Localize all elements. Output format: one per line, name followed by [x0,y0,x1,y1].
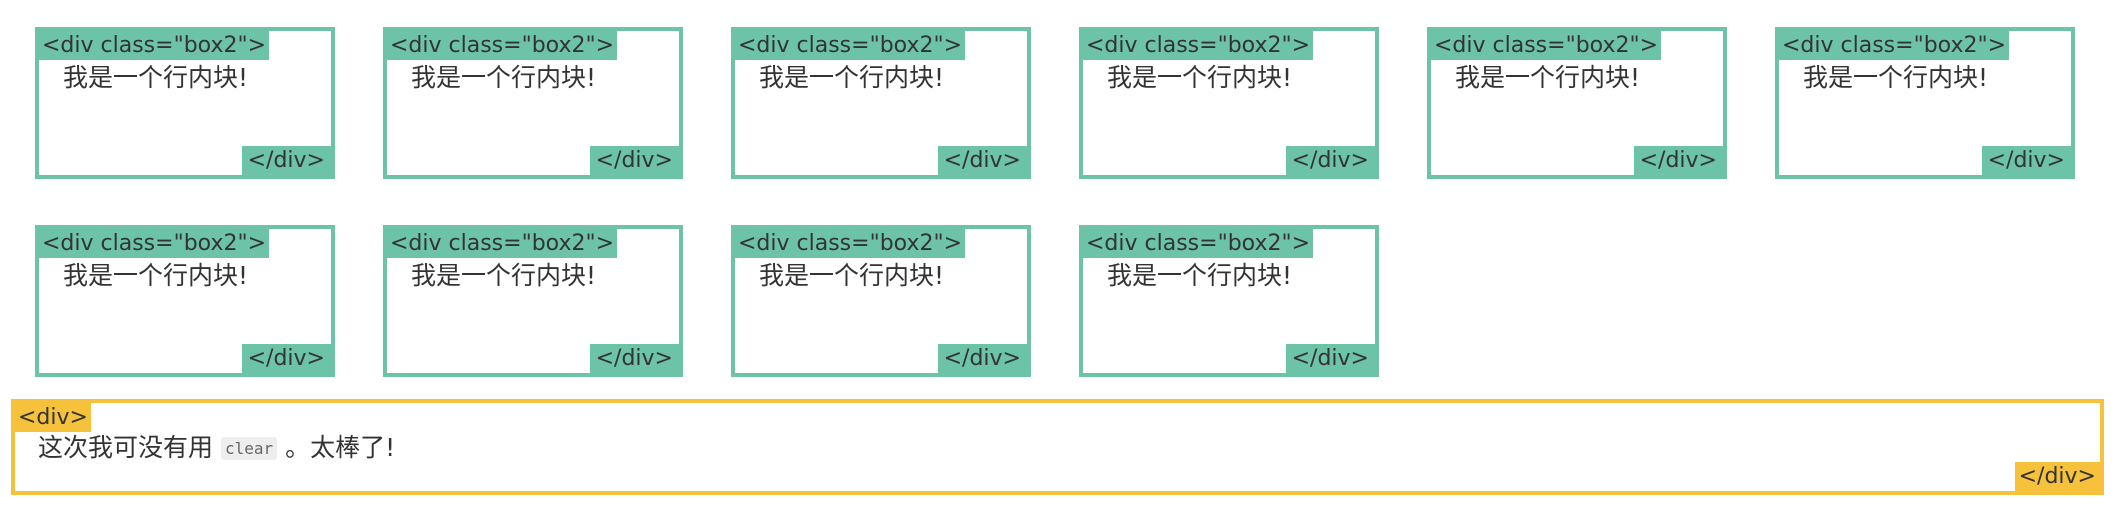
open-tag-label: <div class="box2"> [1431,31,1662,60]
box-text: 我是一个行内块! [411,261,597,290]
close-tag-label: </div> [589,344,679,373]
close-tag-label: </div> [1285,146,1375,175]
open-tag-label: <div class="box2"> [387,229,618,258]
close-tag-label: </div> [241,146,331,175]
box2-6: <div class="box2"> 我是一个行内块! </div> [1775,27,2075,179]
box-text: 我是一个行内块! [759,261,945,290]
box-text: 我是一个行内块! [63,63,249,92]
close-tag-label: </div> [1981,146,2071,175]
box-text: 我是一个行内块! [759,63,945,92]
box-text: 我是一个行内块! [1455,63,1641,92]
open-tag-label: <div class="box2"> [735,31,966,60]
box2-5: <div class="box2"> 我是一个行内块! </div> [1427,27,1727,179]
open-tag-label: <div class="box2"> [387,31,618,60]
box2-1: <div class="box2"> 我是一个行内块! </div> [35,27,335,179]
close-tag-label: </div> [2014,462,2100,491]
close-tag-label: </div> [1285,344,1375,373]
open-tag-label: <div class="box2"> [735,229,966,258]
open-tag-label: <div> [15,403,91,432]
outer-text-before: 这次我可没有用 [38,433,214,462]
box2-4: <div class="box2"> 我是一个行内块! </div> [1079,27,1379,179]
box2-10: <div class="box2"> 我是一个行内块! </div> [1079,225,1379,377]
open-tag-label: <div class="box2"> [1083,31,1314,60]
box2-2: <div class="box2"> 我是一个行内块! </div> [383,27,683,179]
open-tag-label: <div class="box2"> [1083,229,1314,258]
outer-text-after: 。太棒了! [285,433,396,462]
box-text: 我是一个行内块! [63,261,249,290]
box-text: 我是一个行内块! [1803,63,1989,92]
close-tag-label: </div> [937,344,1027,373]
outer-text: 这次我可没有用 clear 。太棒了! [38,428,395,469]
close-tag-label: </div> [589,146,679,175]
close-tag-label: </div> [1633,146,1723,175]
open-tag-label: <div class="box2"> [39,31,270,60]
box2-8: <div class="box2"> 我是一个行内块! </div> [383,225,683,377]
box-text: 我是一个行内块! [1107,63,1293,92]
box-text: 我是一个行内块! [411,63,597,92]
box-text: 我是一个行内块! [1107,261,1293,290]
box2-9: <div class="box2"> 我是一个行内块! </div> [731,225,1031,377]
close-tag-label: </div> [241,344,331,373]
inline-code: clear [220,437,278,460]
outer-div: <div> 这次我可没有用 clear 。太棒了! </div> [11,399,2104,495]
box2-7: <div class="box2"> 我是一个行内块! </div> [35,225,335,377]
box2-3: <div class="box2"> 我是一个行内块! </div> [731,27,1031,179]
open-tag-label: <div class="box2"> [39,229,270,258]
open-tag-label: <div class="box2"> [1779,31,2010,60]
close-tag-label: </div> [937,146,1027,175]
